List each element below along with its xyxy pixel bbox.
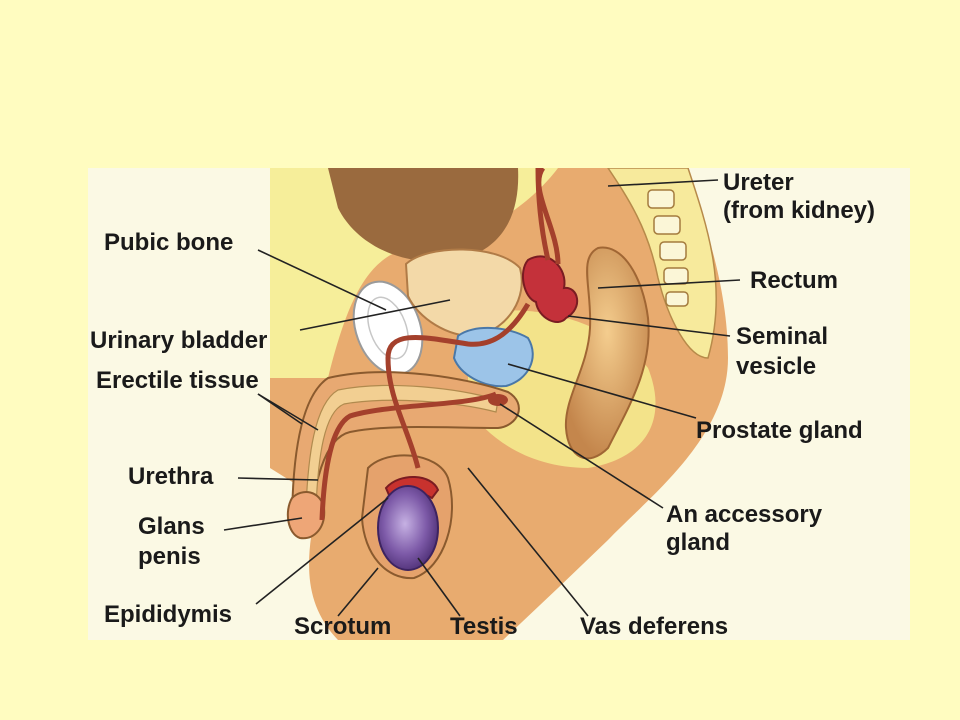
accessory-gland-shape bbox=[488, 394, 508, 406]
vertebrae bbox=[647, 189, 689, 307]
male-reproductive-diagram: Ureter (from kidney) Pubic bone Rectum U… bbox=[90, 168, 875, 640]
urinary-bladder-shape bbox=[404, 248, 523, 338]
sacrum bbox=[607, 168, 717, 359]
label-an-accessory: An accessory bbox=[666, 501, 823, 528]
label-glans: Glans bbox=[138, 513, 205, 540]
label-gland: gland bbox=[666, 529, 730, 556]
label-scrotum: Scrotum bbox=[294, 613, 391, 640]
testis-shape bbox=[377, 485, 439, 571]
label-seminal: Seminal bbox=[736, 323, 828, 350]
label-vesicle: vesicle bbox=[736, 353, 816, 380]
diagram-panel: Ureter (from kidney) Pubic bone Rectum U… bbox=[88, 168, 910, 640]
seminal-vesicle-shape bbox=[521, 255, 578, 323]
pubic-bone-inner bbox=[367, 296, 409, 360]
urethra-shape bbox=[319, 391, 497, 521]
ureter-shape bbox=[535, 168, 551, 261]
label-ureter: Ureter bbox=[723, 169, 794, 196]
label-vas-deferens: Vas deferens bbox=[580, 613, 728, 640]
label-erectile-tissue: Erectile tissue bbox=[96, 367, 259, 394]
label-penis: penis bbox=[138, 543, 201, 570]
label-urethra: Urethra bbox=[128, 463, 214, 490]
leader-lines bbox=[223, 179, 741, 617]
label-pubic-bone: Pubic bone bbox=[104, 229, 233, 256]
label-epididymis: Epididymis bbox=[104, 601, 232, 628]
intestine-mass bbox=[328, 168, 519, 262]
label-rectum: Rectum bbox=[750, 267, 838, 294]
label-ureter-sub: (from kidney) bbox=[723, 197, 875, 224]
label-urinary-bladder: Urinary bladder bbox=[90, 327, 267, 354]
glans-shape bbox=[286, 491, 326, 540]
label-prostate-gland: Prostate gland bbox=[696, 417, 863, 444]
label-testis: Testis bbox=[450, 613, 518, 640]
